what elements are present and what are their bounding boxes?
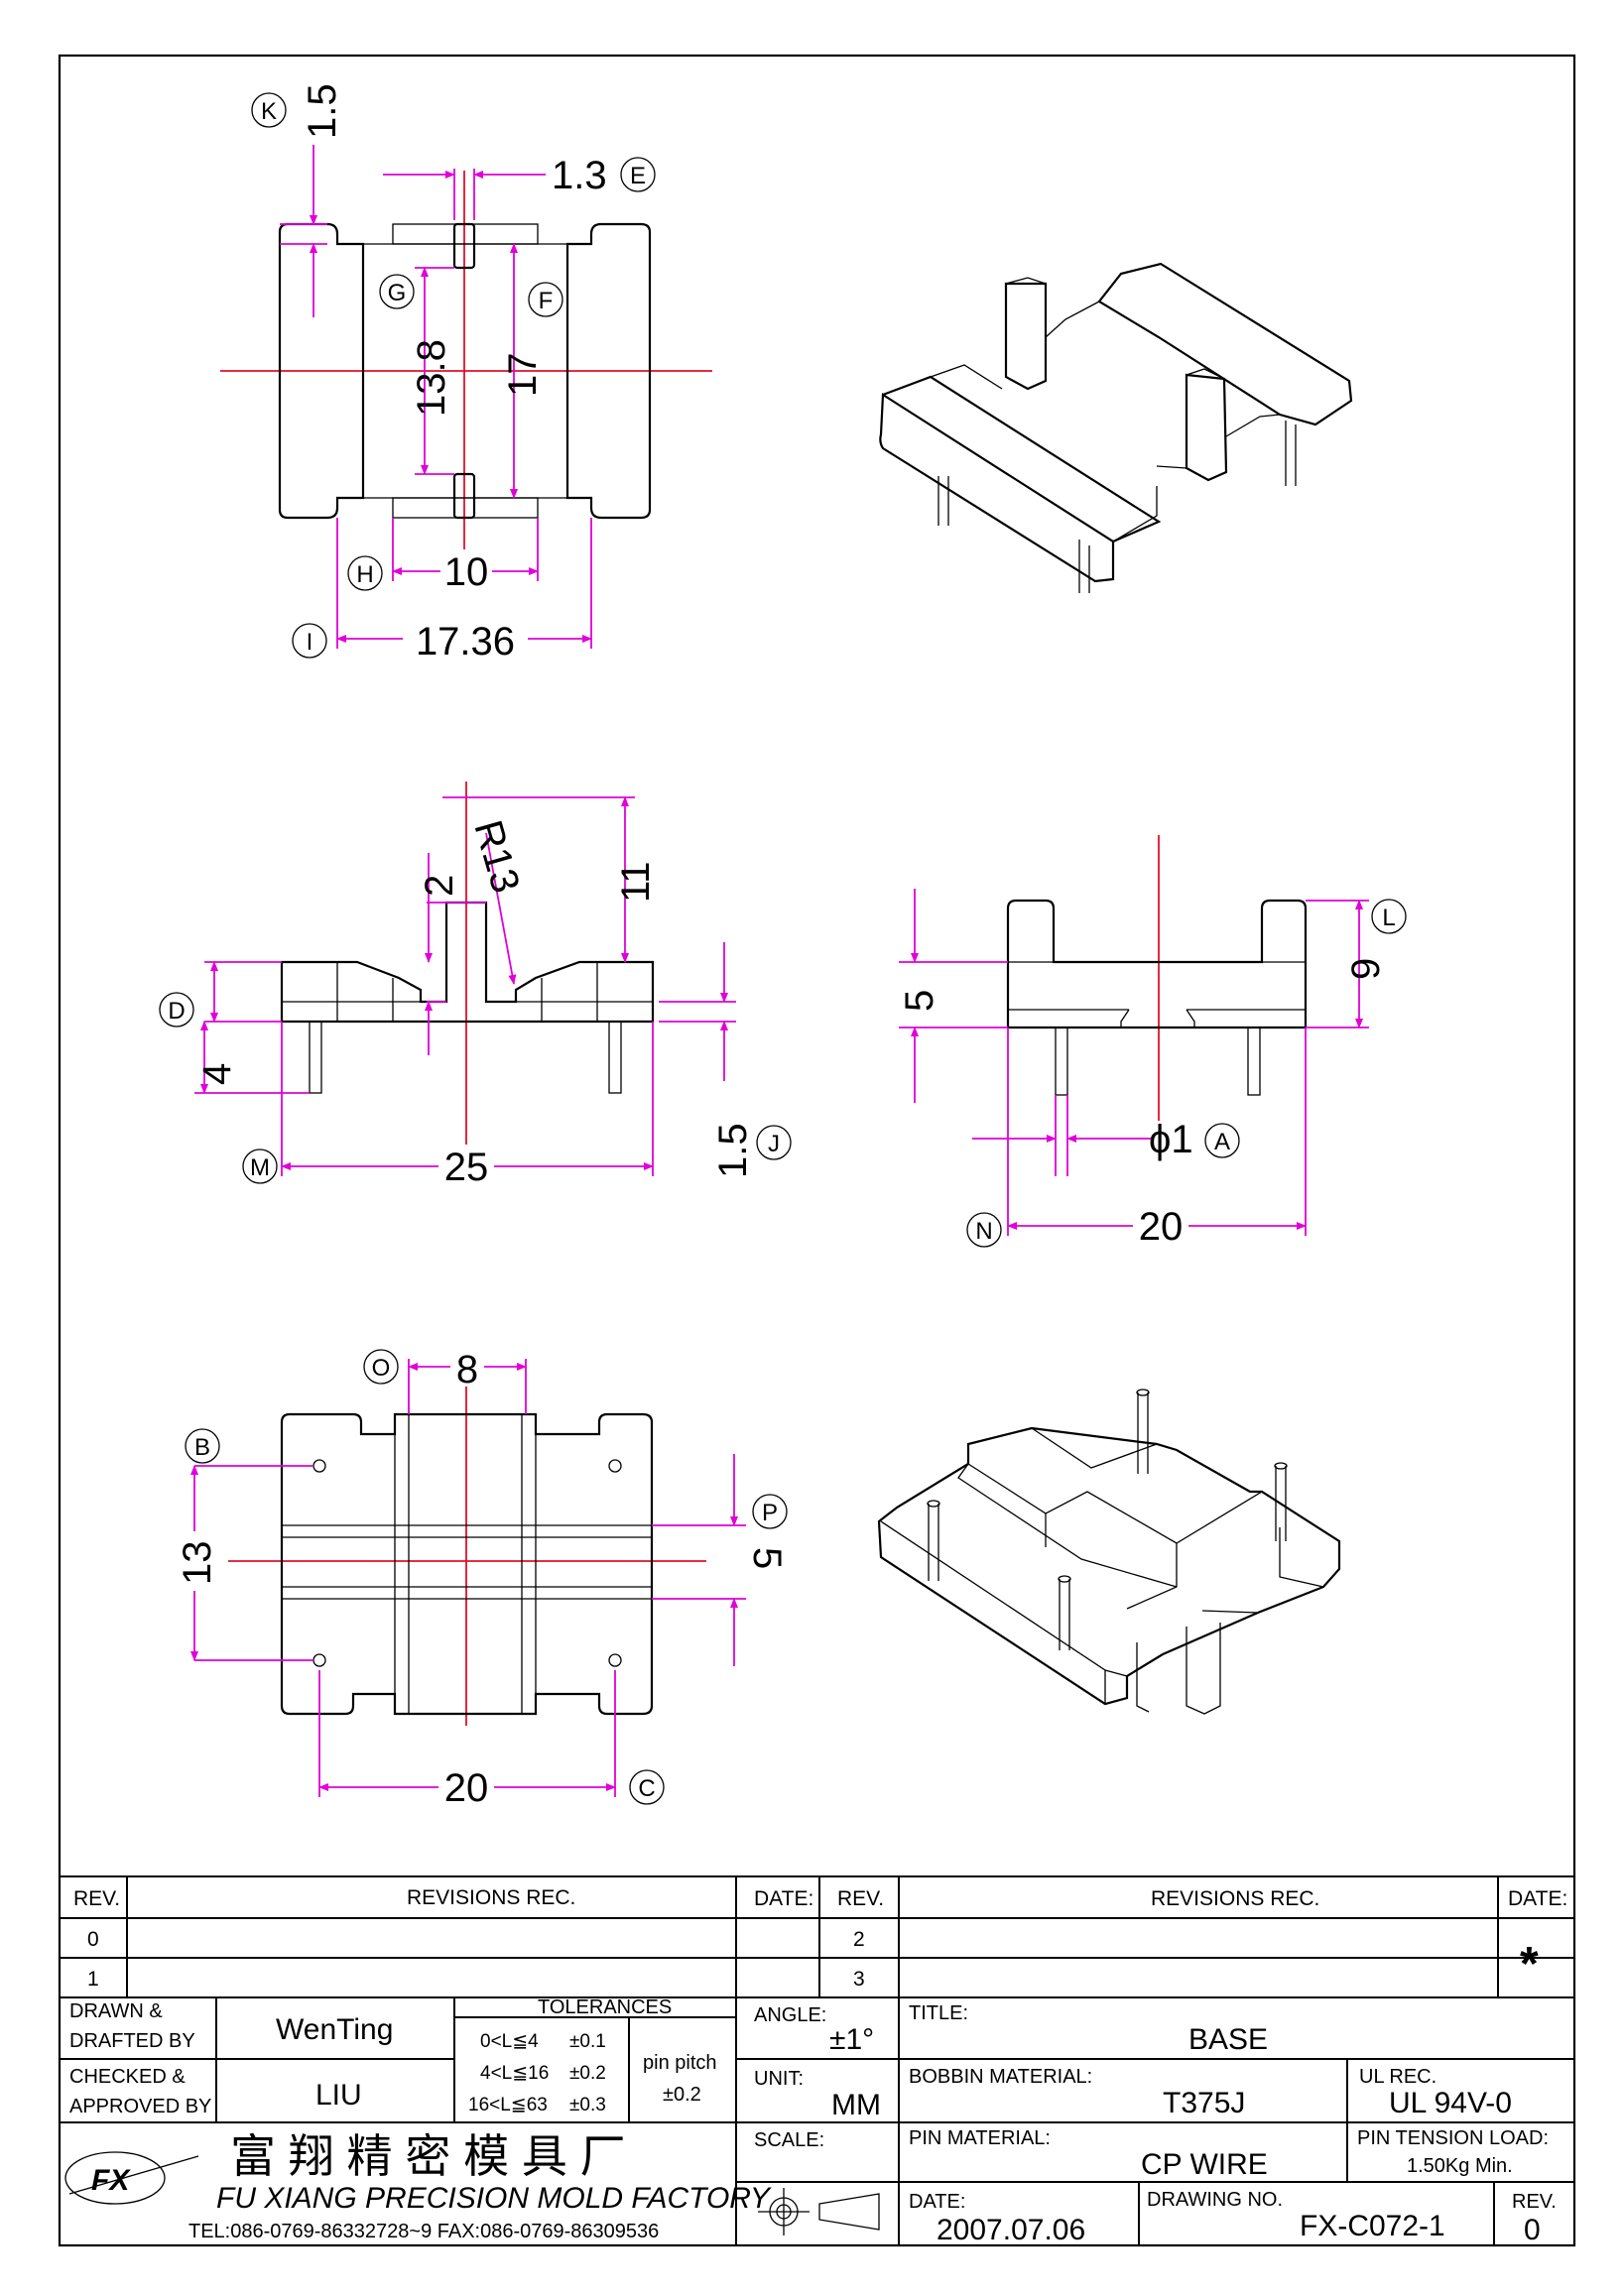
scale-label: SCALE: bbox=[754, 2129, 824, 2151]
rev-row-3: 3 bbox=[853, 1968, 865, 1991]
tol1-range: 0<L≦4 bbox=[480, 2031, 539, 2052]
company-name-cn: 富 翔 精 密 模 具 厂 bbox=[230, 2130, 626, 2182]
dim-g-letter: G bbox=[388, 280, 407, 306]
dim-g-value: 13.8 bbox=[410, 339, 453, 417]
rev-row-0: 0 bbox=[87, 1928, 99, 1951]
drawn-value: WenTing bbox=[276, 2013, 393, 2046]
tol2-value: ±0.2 bbox=[569, 2063, 606, 2084]
dim-c-letter: C bbox=[638, 1775, 655, 1802]
logo-text: FX bbox=[91, 2164, 131, 2197]
dim-five-bottom: 5 bbox=[745, 1547, 789, 1569]
dim-four: 4 bbox=[195, 1063, 239, 1085]
drawn-label-2: DRAFTED BY bbox=[69, 2030, 195, 2052]
rev-label: REV. bbox=[1512, 2191, 1557, 2213]
drawing-no-label: DRAWING NO. bbox=[1147, 2189, 1283, 2211]
pin-pitch-value: ±0.2 bbox=[663, 2084, 701, 2106]
ul-label: UL REC. bbox=[1359, 2066, 1437, 2088]
dim-h-value: 10 bbox=[444, 550, 489, 594]
dim-two: 2 bbox=[418, 875, 461, 897]
dim-e-letter: E bbox=[630, 163, 646, 189]
iso-view-bottom bbox=[877, 1389, 1341, 1715]
dim-twentyfive: 25 bbox=[444, 1146, 489, 1189]
dim-i-letter: I bbox=[307, 629, 313, 656]
dim-b-letter: B bbox=[194, 1434, 210, 1461]
drawing-no-value: FX-C072-1 bbox=[1300, 2210, 1445, 2242]
dim-d-letter: D bbox=[168, 998, 185, 1025]
revisions-header-right: REVISIONS REC. bbox=[1151, 1887, 1319, 1910]
dim-l-letter: L bbox=[1382, 905, 1395, 931]
bobbin-value: T375J bbox=[1163, 2087, 1245, 2119]
top-view: 1.5 K 1.3 E G 13.8 F 17 H 10 I 17.36 bbox=[220, 83, 712, 664]
date-header-left: DATE: bbox=[754, 1887, 813, 1910]
date-header-right: DATE: bbox=[1508, 1887, 1567, 1910]
dim-j-value: 1.5 bbox=[711, 1123, 755, 1178]
bottom-view: O 8 B 13 P 5 20 C bbox=[175, 1347, 789, 1810]
checked-label-2: APPROVED BY bbox=[69, 2096, 211, 2117]
rev-header-right: REV. bbox=[837, 1887, 884, 1910]
unit-value: MM bbox=[831, 2089, 881, 2121]
dim-n-letter: N bbox=[975, 1218, 992, 1245]
company-tel-fax: TEL:086-0769-86332728~9 FAX:086-0769-863… bbox=[188, 2221, 659, 2242]
dim-eight: 8 bbox=[456, 1348, 478, 1391]
drawn-label-1: DRAWN & bbox=[69, 2000, 163, 2022]
bobbin-label: BOBBIN MATERIAL: bbox=[909, 2066, 1092, 2088]
dim-o-letter: O bbox=[372, 1355, 391, 1382]
tol3-value: ±0.3 bbox=[569, 2095, 606, 2115]
rev-header-left: REV. bbox=[73, 1887, 120, 1910]
dim-five-side: 5 bbox=[898, 990, 941, 1012]
unit-label: UNIT: bbox=[754, 2068, 804, 2090]
revisions-header-left: REVISIONS REC. bbox=[407, 1886, 575, 1909]
checked-label-1: CHECKED & bbox=[69, 2066, 186, 2088]
date-label: DATE: bbox=[909, 2191, 965, 2213]
dim-m-letter: M bbox=[250, 1154, 270, 1181]
dim-twenty-bottom: 20 bbox=[444, 1766, 489, 1810]
date-value: 2007.07.06 bbox=[937, 2214, 1085, 2246]
dim-r13: R13 bbox=[465, 815, 528, 898]
dim-f-value: 17 bbox=[501, 353, 545, 398]
pin-material-label: PIN MATERIAL: bbox=[909, 2127, 1051, 2149]
projection-symbol bbox=[758, 2188, 880, 2236]
title-block: REV. REVISIONS REC. DATE: REV. REVISIONS… bbox=[60, 1875, 1574, 2246]
dim-thirteen: 13 bbox=[176, 1541, 219, 1586]
dim-dia: ϕ1 bbox=[1149, 1118, 1193, 1161]
company-name-en: FU XIANG PRECISION MOLD FACTORY bbox=[216, 2182, 772, 2215]
dim-e-value: 1.3 bbox=[552, 154, 607, 197]
tol1-value: ±0.1 bbox=[569, 2031, 606, 2052]
drawing-frame bbox=[58, 54, 1576, 2247]
dim-a-letter: A bbox=[1214, 1129, 1230, 1155]
iso-view-top bbox=[879, 262, 1353, 593]
title-label: TITLE: bbox=[909, 2002, 968, 2024]
title-value: BASE bbox=[1188, 2023, 1268, 2056]
dim-eleven: 11 bbox=[614, 861, 658, 903]
dim-h-letter: H bbox=[356, 561, 373, 588]
rev-row-2: 2 bbox=[853, 1928, 865, 1951]
dim-twenty-side: 20 bbox=[1139, 1205, 1184, 1249]
side-view: 5 9 L ϕ1 A N 20 bbox=[898, 835, 1407, 1249]
dim-k-letter: K bbox=[261, 98, 277, 125]
pin-pitch-label: pin pitch bbox=[643, 2052, 717, 2074]
dim-i-value: 17.36 bbox=[416, 620, 515, 664]
dim-k-value: 1.5 bbox=[301, 83, 344, 139]
angle-label: ANGLE: bbox=[754, 2004, 826, 2026]
rev-value: 0 bbox=[1524, 2214, 1541, 2246]
ul-value: UL 94V-0 bbox=[1389, 2087, 1512, 2119]
tolerances-label: TOLERANCES bbox=[538, 1996, 672, 2018]
dim-nine: 9 bbox=[1344, 958, 1388, 980]
dim-p-letter: P bbox=[762, 1500, 778, 1526]
rev-row-1: 1 bbox=[87, 1968, 99, 1991]
dim-f-letter: F bbox=[539, 288, 554, 314]
checked-value: LIU bbox=[315, 2079, 362, 2112]
tol2-range: 4<L≦16 bbox=[480, 2063, 549, 2084]
angle-value: ±1° bbox=[829, 2023, 874, 2056]
pin-material-value: CP WIRE bbox=[1141, 2148, 1268, 2181]
dim-j-letter: J bbox=[768, 1131, 780, 1157]
pin-tension-label: PIN TENSION LOAD: bbox=[1357, 2127, 1549, 2149]
pin-tension-value: 1.50Kg Min. bbox=[1407, 2155, 1513, 2177]
front-view: R13 2 11 D 4 M 25 1.5 J bbox=[159, 782, 792, 1189]
company-logo: FX bbox=[64, 2151, 199, 2205]
star-mark: * bbox=[1520, 1938, 1539, 1991]
tol3-range: 16<L≦63 bbox=[468, 2095, 548, 2115]
